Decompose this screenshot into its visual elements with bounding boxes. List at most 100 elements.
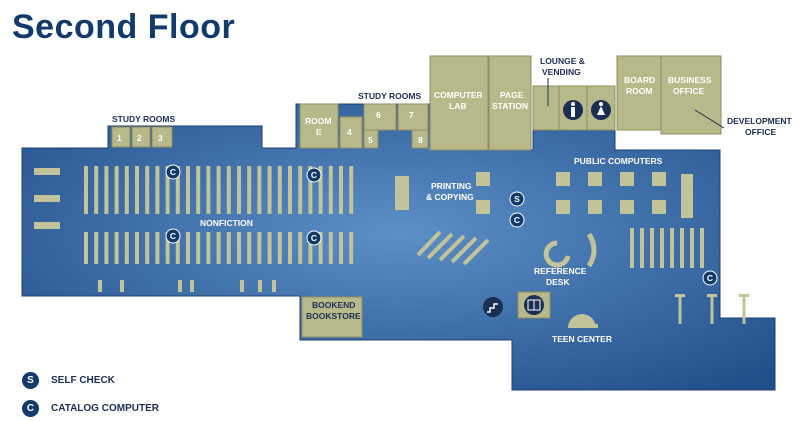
computer-lab-label: COMPUTER <box>434 90 483 100</box>
teen-center-desk <box>568 314 598 328</box>
page-station-label-2: STATION <box>492 101 528 111</box>
shelf <box>690 228 694 268</box>
shelf <box>175 166 180 214</box>
shelf <box>104 232 109 264</box>
study-room-2-label: 2 <box>137 133 142 143</box>
business-office <box>660 55 722 135</box>
bookstore-label-2: BOOKSTORE <box>306 311 361 321</box>
shelf <box>84 232 88 264</box>
computer-station <box>620 200 634 214</box>
short-shelf <box>272 280 276 292</box>
shelf <box>186 166 190 214</box>
page-station-label: PAGE <box>500 90 524 100</box>
svg-text:C: C <box>311 233 317 243</box>
table-leg <box>710 294 714 324</box>
shelf <box>349 166 354 214</box>
copier-table <box>395 176 409 210</box>
shelf <box>165 232 170 264</box>
shelf <box>640 228 644 268</box>
reference-desk-label-2: DESK <box>546 277 570 287</box>
shelf <box>318 232 323 264</box>
table-leg <box>742 294 746 324</box>
board-room-label: BOARD <box>624 75 655 85</box>
shelf <box>328 166 333 214</box>
shelf <box>288 232 292 264</box>
shelf <box>277 166 282 214</box>
development-office-label-2: OFFICE <box>745 127 776 137</box>
bookend-bookstore <box>301 296 363 338</box>
shelf <box>165 166 170 214</box>
shelf <box>700 228 704 268</box>
shelf <box>237 166 241 214</box>
stairs-icon <box>483 297 503 317</box>
shelf <box>339 166 343 214</box>
svg-text:C: C <box>514 215 520 225</box>
study-room-1-label: 1 <box>117 133 122 143</box>
legend-catalog: C CATALOG COMPUTER <box>22 400 159 417</box>
shelf <box>104 166 109 214</box>
shelf <box>257 166 262 214</box>
self-check-badge: S <box>22 372 39 389</box>
study-rooms-left <box>111 126 173 148</box>
study-room-4-label: 4 <box>347 127 352 137</box>
study-room-7-label: 7 <box>409 110 414 120</box>
shelf <box>630 228 634 268</box>
shelf <box>670 228 674 268</box>
shelf <box>114 166 119 214</box>
shelf <box>206 232 211 264</box>
short-shelf <box>240 280 244 292</box>
shelf <box>155 166 160 214</box>
shelf <box>216 166 221 214</box>
public-computers-label: PUBLIC COMPUTERS <box>574 156 663 166</box>
study-room-8-label: 8 <box>418 135 423 145</box>
shelf <box>114 232 119 264</box>
elevator-icon <box>524 295 544 315</box>
restroom-women-icon <box>591 100 611 120</box>
svg-text:C: C <box>170 231 176 241</box>
svg-text:C: C <box>170 167 176 177</box>
shelf <box>339 232 343 264</box>
reference-desk-label: REFERENCE <box>534 266 587 276</box>
table-leg <box>678 294 682 324</box>
shelf <box>124 232 129 264</box>
study-rooms-left-label: STUDY ROOMS <box>112 114 175 124</box>
shelf <box>298 166 303 214</box>
shelf <box>267 166 272 214</box>
business-office-label-2: OFFICE <box>673 86 704 96</box>
shelf <box>155 232 160 264</box>
lounge <box>532 85 560 131</box>
page-station <box>488 55 532 151</box>
shelf <box>247 232 252 264</box>
study-room-3-label: 3 <box>158 133 163 143</box>
right-shelves <box>630 228 749 324</box>
computer-lab <box>429 55 489 151</box>
shelf <box>216 232 221 264</box>
computer-station <box>556 172 570 186</box>
board-room <box>616 55 662 131</box>
catalog-badge: C <box>22 400 39 417</box>
restroom-men-icon <box>563 100 583 120</box>
shelf <box>237 232 241 264</box>
study-rooms-top-label: STUDY ROOMS <box>358 91 421 101</box>
shelf <box>680 228 684 268</box>
short-shelf <box>178 280 182 292</box>
study-rooms-top <box>299 103 429 149</box>
bookstore-label: BOOKEND <box>312 300 355 310</box>
reference-desk <box>543 232 597 268</box>
catalog-marker: C <box>509 212 525 228</box>
shelf <box>328 232 333 264</box>
short-shelf <box>190 280 194 292</box>
shelf <box>226 232 231 264</box>
end-tables <box>34 168 60 229</box>
catalog-marker: C <box>165 228 181 244</box>
shelf <box>308 166 313 214</box>
shelf <box>196 166 201 214</box>
shelf <box>349 232 354 264</box>
shelf <box>277 232 282 264</box>
shelf <box>84 166 88 214</box>
shelf <box>175 232 180 264</box>
shelf <box>247 166 252 214</box>
public-computers <box>556 172 666 214</box>
svg-text:C: C <box>707 273 713 283</box>
shelf <box>318 166 323 214</box>
